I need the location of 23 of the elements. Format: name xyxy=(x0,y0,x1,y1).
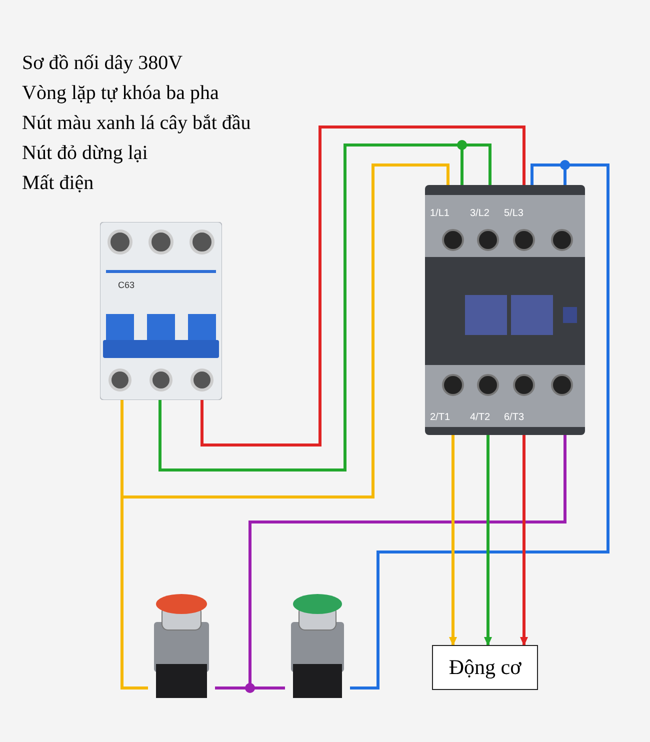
diagram-note: Vòng lặp tự khóa ba pha xyxy=(22,82,219,105)
wire xyxy=(449,435,457,646)
wire xyxy=(484,435,492,646)
terminal-label: 4/T2 xyxy=(470,412,490,423)
circuit-breaker-drawing xyxy=(100,222,222,400)
terminal-label: 6/T3 xyxy=(504,412,524,423)
terminal-label: 2/T1 xyxy=(430,412,450,423)
rating-label: C63 xyxy=(118,280,135,290)
terminal-label: 5/L3 xyxy=(504,208,524,219)
diagram-note: Mất điện xyxy=(22,172,94,195)
diagram-note: Sơ đồ nối dây 380V xyxy=(22,52,183,75)
wire xyxy=(200,126,526,446)
wire xyxy=(520,435,528,646)
wire xyxy=(158,144,492,472)
wire xyxy=(120,400,148,690)
diagram-note: Nút đỏ dừng lại xyxy=(22,142,148,165)
wire xyxy=(120,164,450,498)
terminal-label: 1/L1 xyxy=(430,208,450,219)
diagram-note: Nút màu xanh lá cây bắt đầu xyxy=(22,112,251,135)
terminal-label: 3/L2 xyxy=(470,208,490,219)
motor-box: Động cơ xyxy=(432,645,538,690)
wire xyxy=(348,164,610,690)
contactor-drawing xyxy=(425,185,585,435)
